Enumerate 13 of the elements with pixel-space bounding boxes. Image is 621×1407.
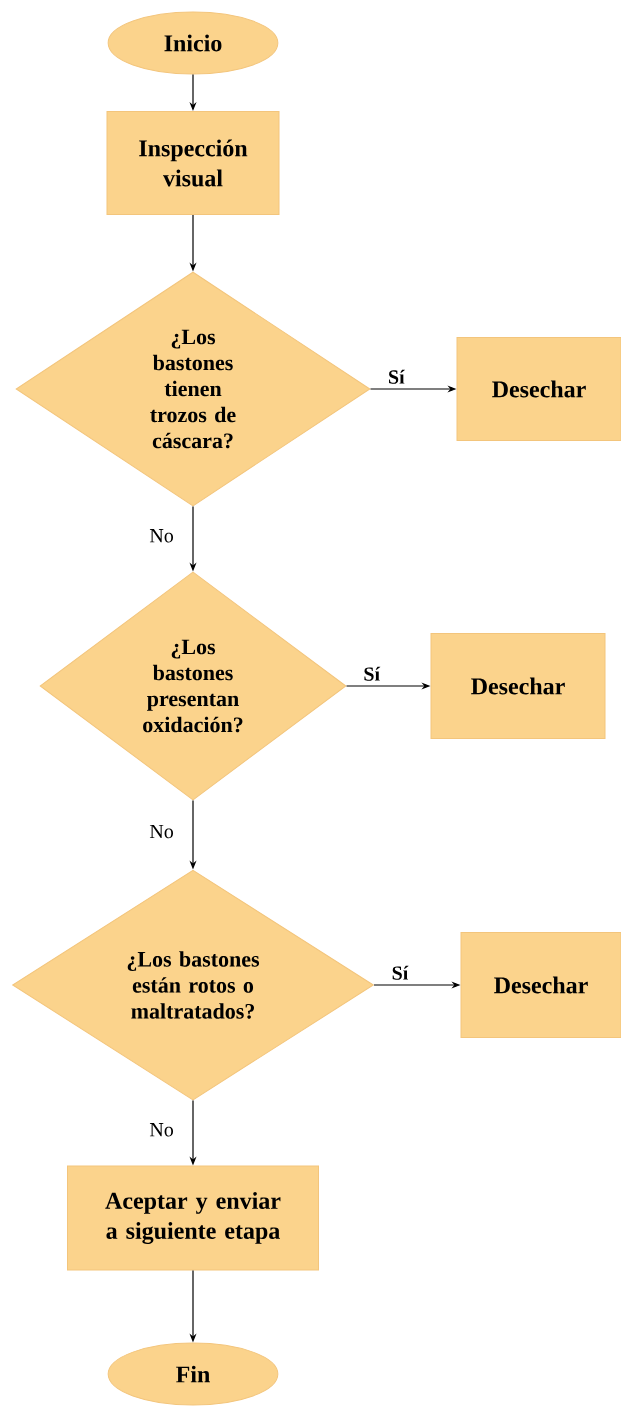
edge-label: No: [149, 824, 174, 839]
end-oval: Fin: [107, 1342, 279, 1406]
edge-label: No: [149, 529, 174, 543]
process-box: Desechar: [430, 633, 606, 739]
start-oval: Inicio: [107, 11, 279, 75]
edge-label: No: [149, 1123, 174, 1137]
edge-label: Sí: [392, 965, 409, 980]
process-box: Aceptar y enviar a siguiente etapa: [67, 1165, 319, 1271]
process-box: Desechar: [460, 932, 621, 1038]
edge-label: Sí: [364, 666, 381, 681]
process-box: Desechar: [456, 337, 621, 441]
edge-label: Sí: [389, 369, 405, 384]
process-box: Inspección visual: [106, 111, 280, 215]
